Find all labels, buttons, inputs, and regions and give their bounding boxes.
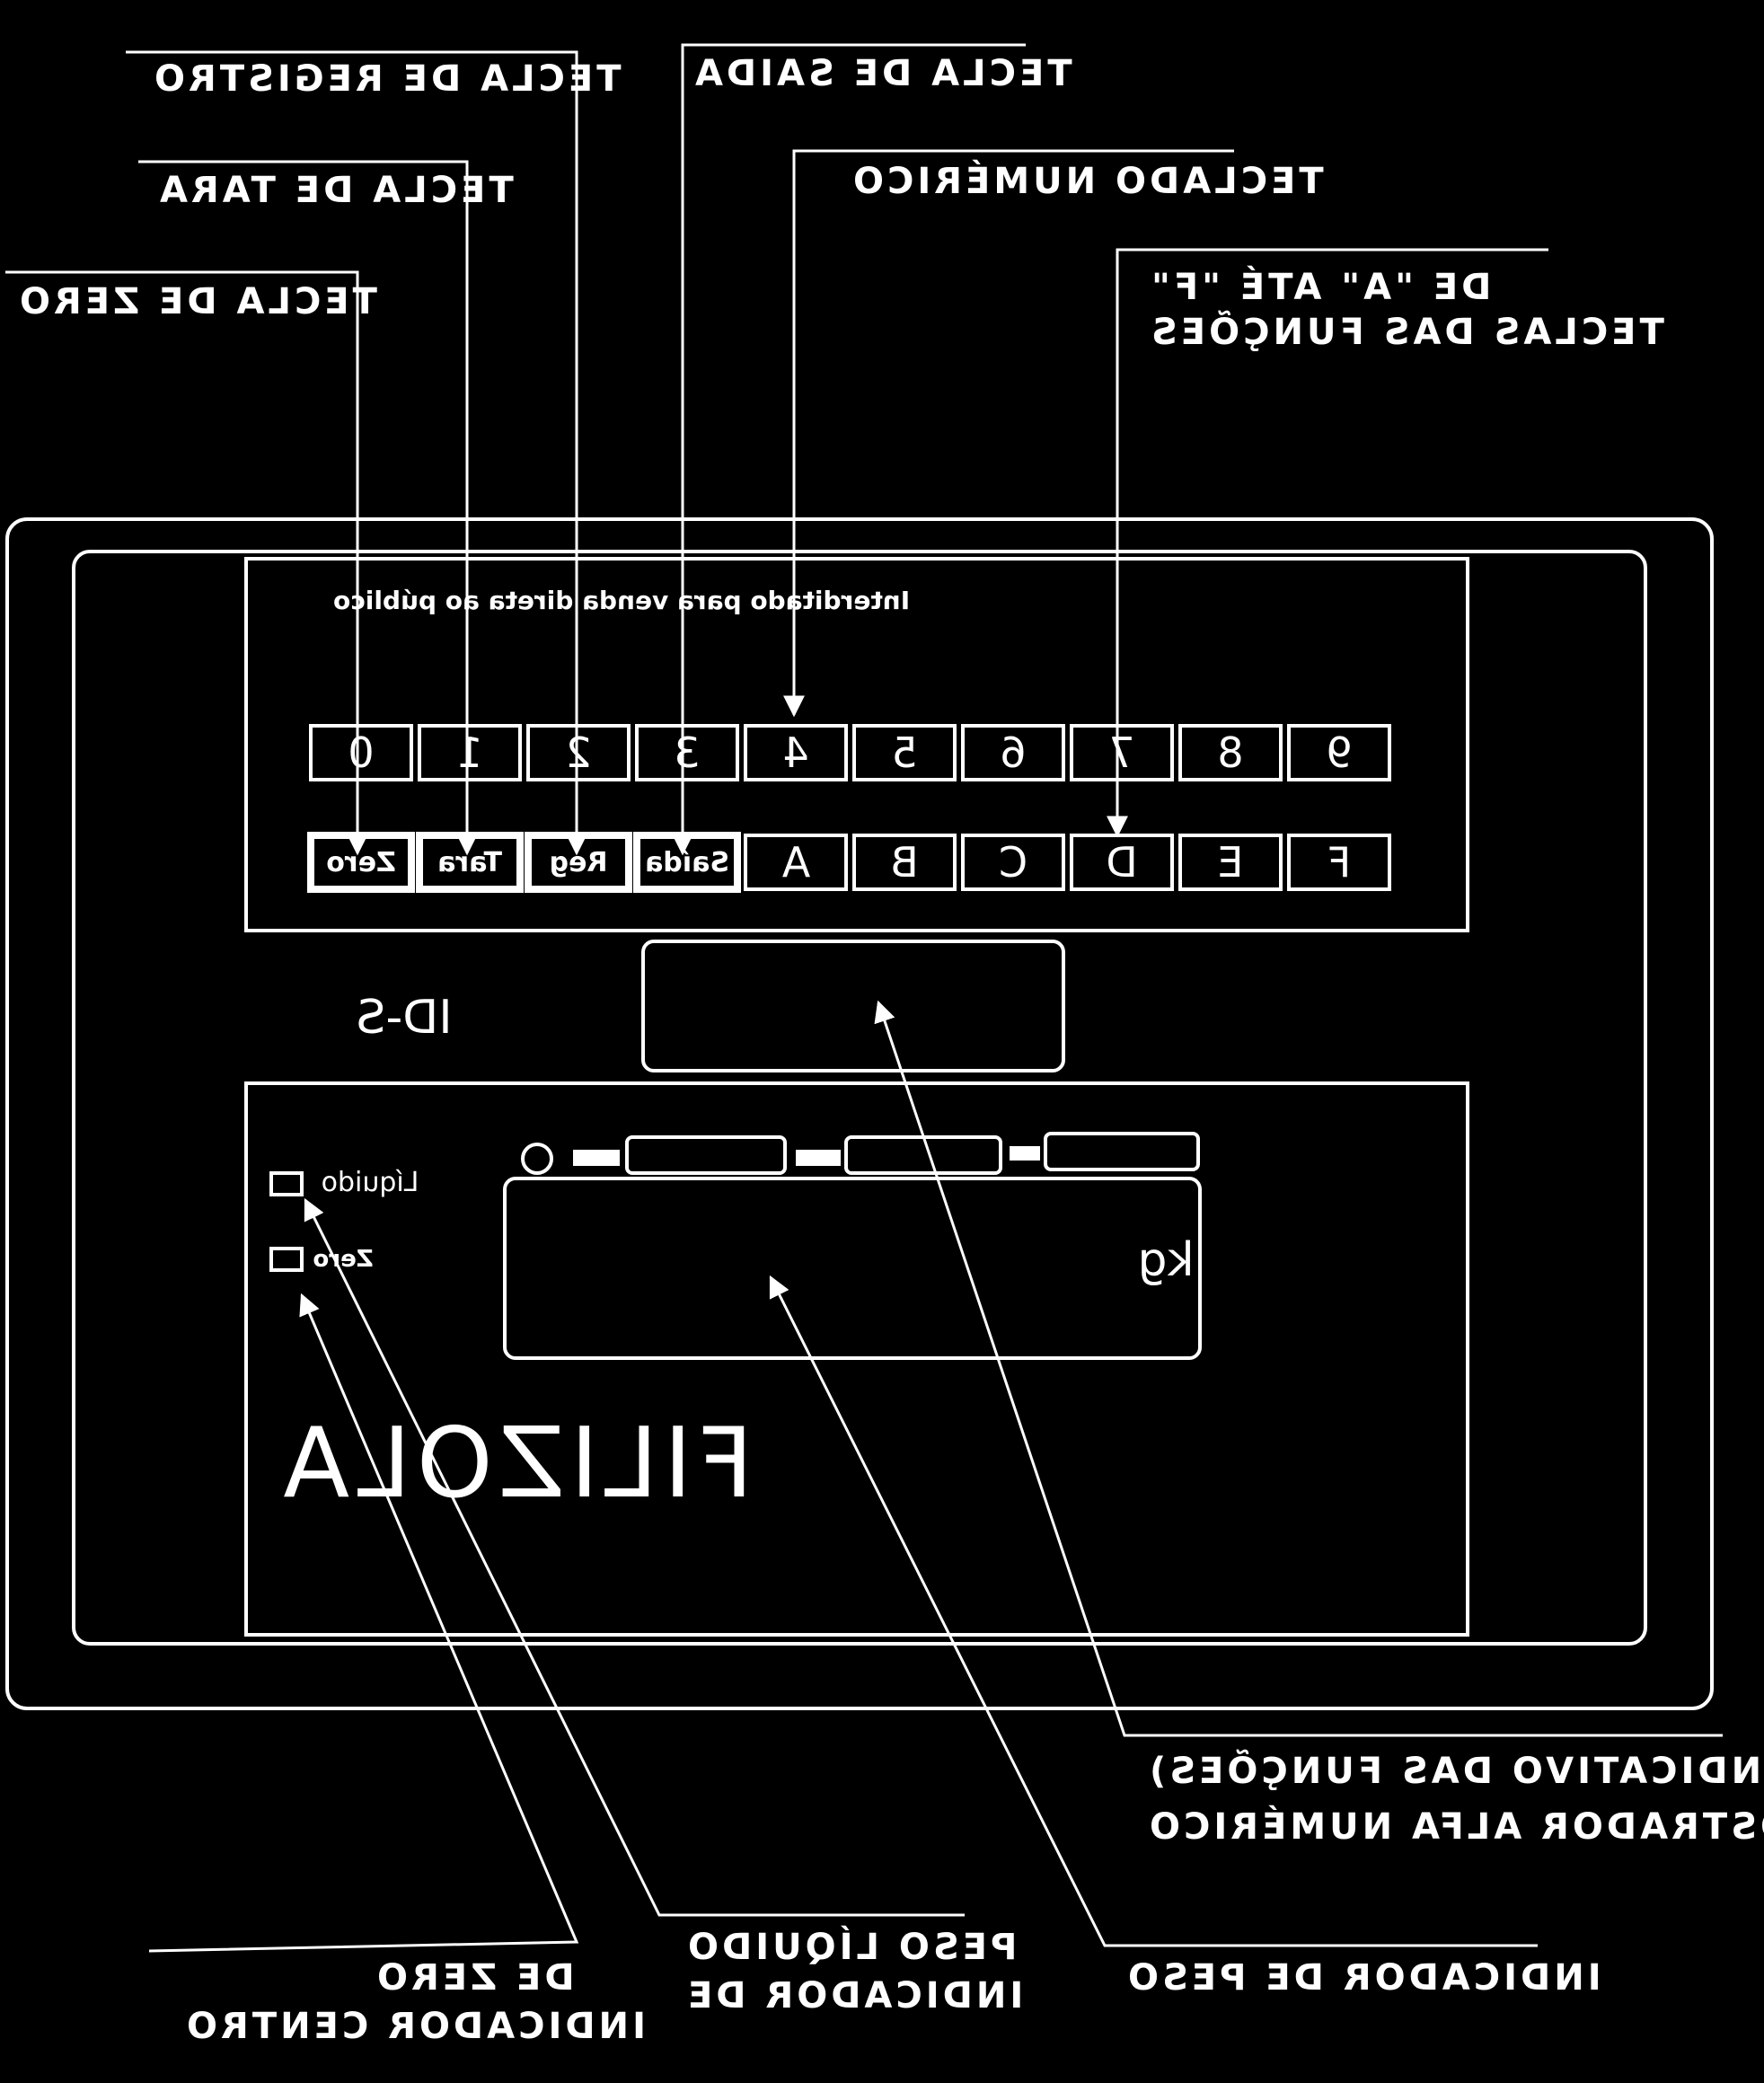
numeric-key-label: 0 xyxy=(348,728,374,777)
leader-tecla-tara xyxy=(138,160,478,856)
function-key-label: E xyxy=(1217,838,1243,887)
numeric-key-label: 6 xyxy=(1000,728,1026,777)
small-display-2 xyxy=(844,1135,1002,1175)
device-model: ID-S xyxy=(356,991,452,1045)
device-brand: FILIZOLA xyxy=(278,1408,754,1520)
leader-teclado-numerico xyxy=(783,149,1234,718)
numeric-key-3[interactable] xyxy=(635,724,739,781)
numeric-key-5[interactable] xyxy=(852,724,957,781)
small-display-3-tag xyxy=(1010,1146,1040,1161)
housing-inner xyxy=(72,550,1647,1646)
numeric-key-2[interactable] xyxy=(526,724,631,781)
small-display-3 xyxy=(1044,1132,1200,1171)
numeric-key-1[interactable] xyxy=(418,724,522,781)
numeric-key-7[interactable] xyxy=(1070,724,1174,781)
label-mostrador-1: (INDICATIVO DAS FUNÇÕES) xyxy=(1146,1751,1764,1792)
numeric-keypad: 0 1 2 3 4 5 6 7 8 9 xyxy=(309,724,1391,781)
label-teclas-funcoes-2: TECLAS DAS FUNÇÕES xyxy=(1148,312,1664,353)
numeric-key-label: 3 xyxy=(674,728,700,777)
leader-tecla-zero xyxy=(5,270,368,856)
numeric-key-4[interactable] xyxy=(744,724,848,781)
numeric-key-9[interactable] xyxy=(1287,724,1391,781)
function-key-label: A xyxy=(781,838,810,887)
led-liquido-box xyxy=(269,1171,304,1196)
leader-indicador-peso xyxy=(769,1275,1538,1947)
numeric-key-8[interactable] xyxy=(1178,724,1283,781)
housing-outer xyxy=(5,517,1714,1710)
numeric-key-6[interactable] xyxy=(961,724,1065,781)
label-indicador-zero-2: INDICADOR CENTRO xyxy=(183,2006,646,2047)
label-indicador-peso: INDICADOR DE PESO xyxy=(1125,1957,1601,1999)
label-indicador-zero-1: DE ZERO xyxy=(374,1957,575,1999)
numeric-key-label: 8 xyxy=(1217,728,1243,777)
leader-tecla-registro xyxy=(126,50,587,856)
label-tecla-tara: TECLA DE TARA xyxy=(156,170,514,211)
leader-tecla-saida xyxy=(672,43,1026,856)
function-key-b[interactable] xyxy=(852,834,957,891)
function-key-label: Tara xyxy=(437,847,502,878)
function-key-c[interactable] xyxy=(961,834,1065,891)
numeric-key-label: 4 xyxy=(782,728,808,777)
small-display-1-tag xyxy=(573,1150,620,1166)
label-mostrador-2: MOSTRADOR ALFA NUMÉRICO xyxy=(1146,1806,1764,1848)
numeric-key-label: 2 xyxy=(565,728,591,777)
numeric-key-label: 7 xyxy=(1108,728,1134,777)
keypad-panel xyxy=(244,557,1469,932)
function-key-label: Reg xyxy=(550,847,608,878)
led-zero-label: Zero xyxy=(313,1246,373,1273)
label-indicador-liquido-2: INDICADOR DE xyxy=(684,1975,1024,2017)
leader-indicador-liquido xyxy=(304,1197,965,1917)
function-keypad: Zero Tara Reg Saída A B C D E F xyxy=(307,832,1391,893)
label-tecla-registro: TECLA DE REGISTRO xyxy=(151,58,622,100)
function-key-label: B xyxy=(890,838,919,887)
leader-mostrador xyxy=(874,1000,1723,1737)
leader-indicador-zero xyxy=(148,1293,579,1953)
numeric-key-label: 5 xyxy=(891,728,917,777)
numeric-key-0[interactable] xyxy=(309,724,413,781)
weight-unit: kg xyxy=(1137,1233,1194,1287)
label-teclado-numerico: TECLADO NUMÉRICO xyxy=(850,161,1324,202)
numeric-key-label: 9 xyxy=(1326,728,1352,777)
label-indicador-liquido-1: PESO LÍQUIDO xyxy=(684,1927,1018,1968)
led-liquido-label: Líquido xyxy=(322,1167,419,1198)
numeric-key-label: 1 xyxy=(456,728,482,777)
function-key-label: Zero xyxy=(326,847,396,878)
function-key-label: Saída xyxy=(645,847,729,878)
function-key-a[interactable] xyxy=(744,834,848,891)
status-led-round xyxy=(521,1143,553,1175)
label-teclas-funcoes-1: DE "A" ATÉ "F" xyxy=(1148,267,1492,308)
label-tecla-saida: TECLA DE SAIDA xyxy=(692,53,1072,94)
small-display-2-tag xyxy=(796,1150,841,1166)
alphanumeric-display xyxy=(641,940,1065,1072)
function-key-label: C xyxy=(999,838,1028,887)
device-notice: Interditado para venda direta ao público xyxy=(333,586,910,615)
label-tecla-zero: TECLA DE ZERO xyxy=(16,281,377,322)
leader-teclas-funcoes xyxy=(1107,248,1548,838)
weight-display xyxy=(503,1177,1202,1360)
display-panel xyxy=(244,1081,1469,1637)
small-display-1 xyxy=(625,1135,787,1175)
led-zero-box xyxy=(269,1247,304,1272)
function-key-label: F xyxy=(1327,838,1351,887)
function-key-f[interactable] xyxy=(1287,834,1391,891)
function-key-e[interactable] xyxy=(1178,834,1283,891)
function-key-label: D xyxy=(1106,838,1137,887)
